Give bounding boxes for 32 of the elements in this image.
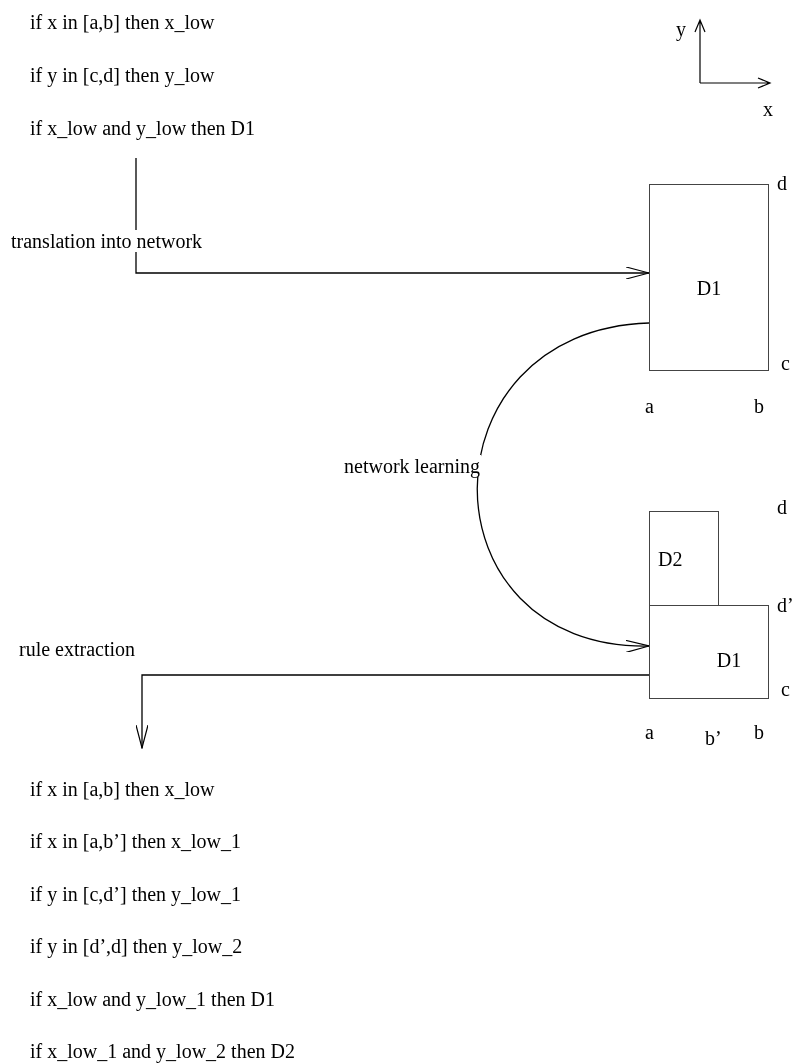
bound-label: d bbox=[777, 496, 787, 518]
rule-text: if x in [a,b] then x_low bbox=[30, 778, 215, 800]
edge-label: translation into network bbox=[10, 230, 204, 252]
bound-label: c bbox=[781, 352, 790, 374]
bound-label: b bbox=[754, 721, 764, 743]
region-box bbox=[649, 184, 769, 371]
rule-text: if y in [d’,d] then y_low_2 bbox=[30, 935, 243, 958]
arrow bbox=[135, 157, 650, 280]
bound-label: c bbox=[781, 678, 790, 700]
region-label: D1 bbox=[696, 276, 722, 299]
bound-label: b’ bbox=[705, 727, 722, 749]
bound-label: a bbox=[645, 395, 654, 417]
rule-text: if y in [c,d] then y_low bbox=[30, 64, 215, 86]
region-box bbox=[649, 511, 719, 606]
bound-label: b bbox=[754, 395, 764, 417]
region-box bbox=[649, 605, 769, 699]
region-label: D2 bbox=[658, 547, 683, 570]
rule-text: if x in [a,b] then x_low bbox=[30, 11, 215, 33]
rule-text: if x_low and y_low then D1 bbox=[30, 117, 255, 139]
arrow bbox=[135, 674, 650, 749]
axis-label: y bbox=[676, 18, 686, 40]
edge-label: network learning bbox=[343, 455, 482, 477]
arrow bbox=[476, 322, 650, 651]
rule-text: if x_low and y_low_1 then D1 bbox=[30, 987, 275, 1010]
rule-text: if x in [a,b’] then x_low_1 bbox=[30, 830, 242, 853]
bound-label: d’ bbox=[777, 594, 794, 616]
axis-label: x bbox=[763, 98, 773, 120]
bound-label: d bbox=[777, 172, 787, 194]
region-label: D1 bbox=[716, 649, 742, 671]
rule-text: if x_low_1 and y_low_2 then D2 bbox=[30, 1039, 295, 1062]
bound-label: a bbox=[645, 721, 654, 743]
rule-text: if y in [c,d’] then y_low_1 bbox=[30, 882, 242, 905]
